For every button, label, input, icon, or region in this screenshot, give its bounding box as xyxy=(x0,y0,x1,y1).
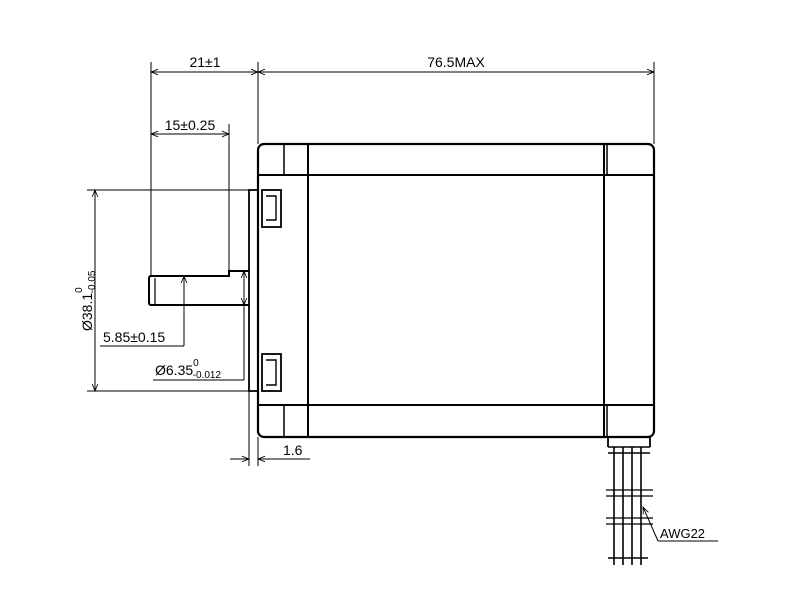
shaft-diameter-label: Ø6.350-0.012 xyxy=(155,358,221,381)
lead-wires xyxy=(606,437,653,565)
pilot-height-label: 1.6 xyxy=(283,442,303,458)
shaft-flat-length-label: 15±0.25 xyxy=(165,117,216,133)
pilot-boss xyxy=(248,189,259,392)
wire-gauge-label: AWG22 xyxy=(660,526,705,541)
pilot-diameter-label: Ø38.10-0.05 xyxy=(74,270,98,331)
dimension-shaft-flat-length: 15±0.25 xyxy=(151,117,229,271)
mounting-clip-lower xyxy=(261,353,282,392)
shaft-length-label: 21±1 xyxy=(189,54,220,70)
dimension-body-length: 76.5MAX xyxy=(258,54,654,144)
motor-center-section xyxy=(307,144,605,437)
wire-gauge-callout: AWG22 xyxy=(642,507,718,542)
motor-front-cap xyxy=(258,174,654,406)
motor-shaft xyxy=(148,270,249,306)
flat-depth-label: 5.85±0.15 xyxy=(103,329,165,345)
dimension-shaft-length: 21±1 xyxy=(151,54,258,276)
body-length-label: 76.5MAX xyxy=(427,54,485,70)
dimension-pilot-diameter: Ø38.10-0.05 xyxy=(74,190,249,391)
motor-body xyxy=(256,142,656,439)
mounting-clip-upper xyxy=(261,189,282,228)
dimension-shaft-diameter: Ø6.350-0.012 xyxy=(153,271,244,381)
dimension-pilot-height: 1.6 xyxy=(230,391,310,466)
dimension-flat-depth: 5.85±0.15 xyxy=(100,276,184,347)
